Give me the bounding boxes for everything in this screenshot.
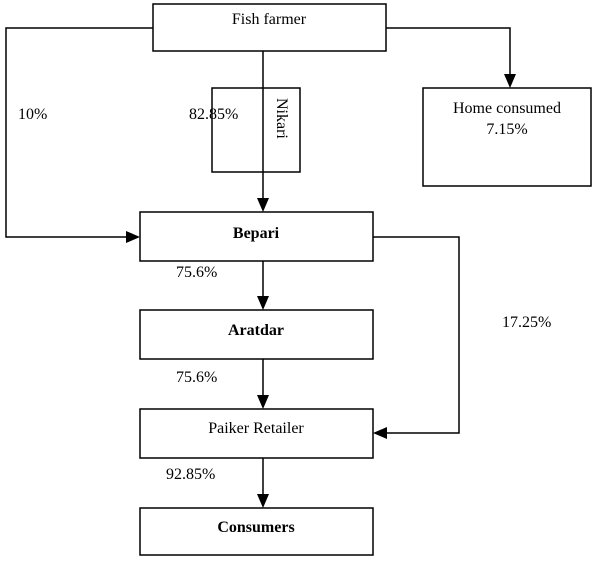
fish-farmer-label: Fish farmer <box>232 11 307 28</box>
bepari-label: Bepari <box>233 225 280 242</box>
paiker-retailer-label: Paiker Retailer <box>208 420 304 437</box>
bepari-to-aratdar-percent: 75.6% <box>176 264 217 281</box>
nikari-label: Nikari <box>273 98 290 139</box>
paiker-to-consumers-percent: 92.85% <box>166 466 215 483</box>
consumers-label: Consumers <box>217 519 294 536</box>
arrowhead-aratdar <box>257 296 269 310</box>
arrowhead-home-consumed <box>504 74 516 88</box>
home-consumed-box <box>422 87 592 187</box>
arrowhead-paiker-top <box>257 395 269 409</box>
arrowhead-bepari-left <box>126 231 140 243</box>
aratdar-to-paiker-percent: 75.6% <box>176 369 217 386</box>
home-consumed-label: Home consumed <box>453 100 561 117</box>
arrowhead-paiker-right <box>373 427 387 439</box>
bepari-to-paiker-line <box>373 236 460 434</box>
farmer-to-bepari-direct-line <box>5 27 153 238</box>
fish-farmer-box <box>152 3 387 52</box>
nikari-box <box>211 87 301 173</box>
paiker-retailer-box <box>139 408 374 459</box>
arrowhead-bepari-top <box>257 198 269 212</box>
aratdar-label: Aratdar <box>228 322 284 339</box>
farmer-to-bepari-direct-percent: 10% <box>18 106 47 123</box>
farmer-to-nikari-percent: 82.85% <box>189 106 238 123</box>
arrowhead-consumers <box>257 494 269 508</box>
farmer-to-home-line <box>386 27 511 78</box>
consumers-box <box>139 507 374 556</box>
bepari-to-paiker-percent: 17.25% <box>502 314 551 331</box>
aratdar-box <box>139 309 374 360</box>
home-consumed-percent: 7.15% <box>486 121 527 138</box>
